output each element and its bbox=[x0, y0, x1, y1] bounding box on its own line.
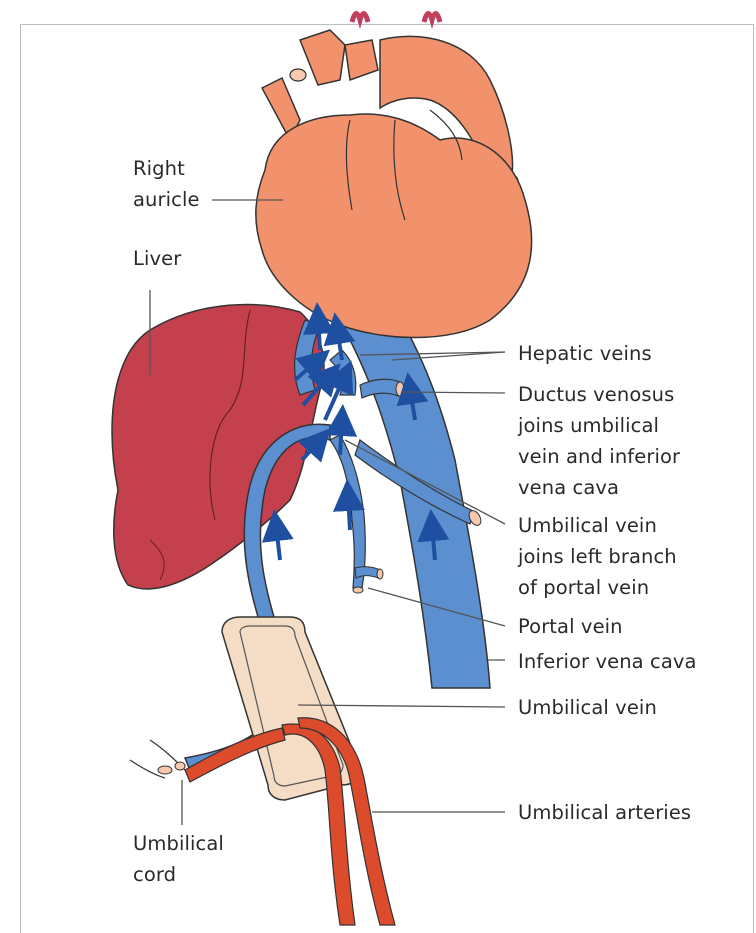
label-inferior-vena-cava: Inferior vena cava bbox=[518, 646, 697, 677]
label-umbilical-arteries: Umbilical arteries bbox=[518, 797, 691, 828]
label-right-auricle: Right auricle bbox=[133, 153, 200, 215]
label-hepatic-veins: Hepatic veins bbox=[518, 338, 652, 369]
label-umbilical-vein-joins-line-3: of portal vein bbox=[518, 572, 677, 603]
label-liver: Liver bbox=[133, 243, 181, 274]
label-umbilical-vein-joins-line-1: Umbilical vein bbox=[518, 510, 677, 541]
liver-shape bbox=[112, 305, 324, 589]
label-umbilical-vein: Umbilical vein bbox=[518, 692, 657, 723]
label-umbilical-cord-line-1: Umbilical bbox=[133, 828, 224, 859]
label-umbilical-vein-joins: Umbilical vein joins left branch of port… bbox=[518, 510, 677, 603]
label-right-auricle-line-2: auricle bbox=[133, 184, 200, 215]
label-ductus-venosus-line-4: vena cava bbox=[518, 472, 680, 503]
label-umbilical-cord: Umbilical cord bbox=[133, 828, 224, 890]
cropped-top-marks bbox=[352, 13, 440, 22]
label-ductus-venosus-line-1: Ductus venosus bbox=[518, 379, 680, 410]
cord-cut-ends bbox=[130, 740, 185, 778]
label-ductus-venosus-line-2: joins umbilical bbox=[518, 410, 680, 441]
label-portal-vein: Portal vein bbox=[518, 611, 623, 642]
label-right-auricle-line-1: Right bbox=[133, 153, 200, 184]
label-umbilical-cord-line-2: cord bbox=[133, 859, 224, 890]
label-ductus-venosus: Ductus venosus joins umbilical vein and … bbox=[518, 379, 680, 503]
heart-shape bbox=[256, 30, 532, 338]
label-umbilical-vein-joins-line-2: joins left branch bbox=[518, 541, 677, 572]
label-ductus-venosus-line-3: vein and inferior bbox=[518, 441, 680, 472]
